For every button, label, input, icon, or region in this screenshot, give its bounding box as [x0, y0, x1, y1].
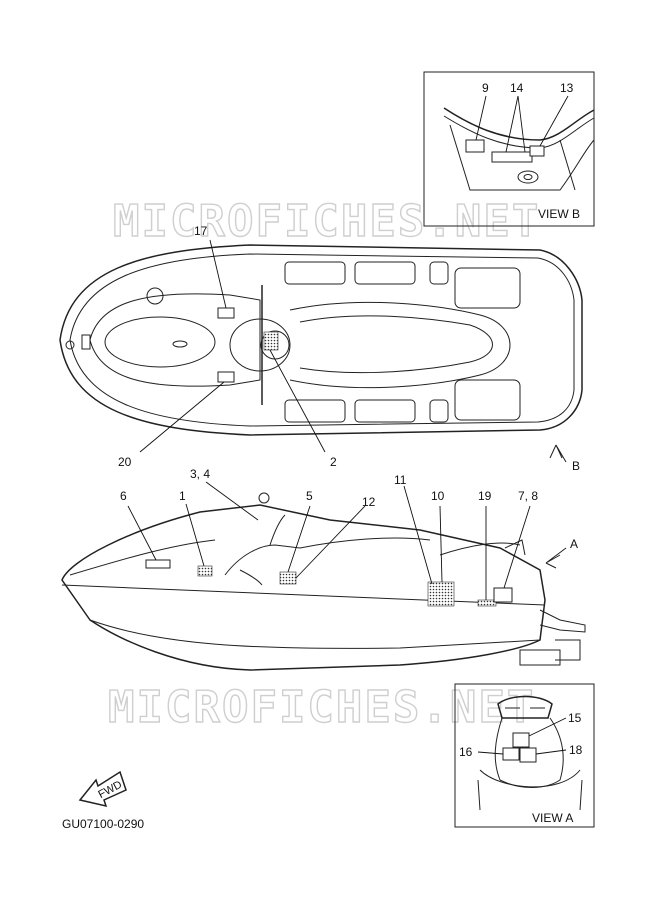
view-a-seat	[497, 695, 553, 719]
callout-3-4: 3, 4	[190, 467, 210, 481]
side-mirror	[258, 492, 270, 504]
top-view-watercraft: 17 20 2 B	[59, 224, 583, 473]
side-view-watercraft: 6 1 3, 4 5 12 11 10 19 7, 8 A	[61, 467, 586, 671]
callout-6: 6	[120, 489, 127, 503]
view-b-inset: 9 14 13 VIEW B	[423, 71, 595, 227]
callout-10: 10	[431, 489, 445, 503]
view-b-hull-top	[443, 107, 595, 141]
view-a-frame	[454, 683, 595, 828]
part-code: GU07100-0290	[62, 817, 144, 831]
callout-18: 18	[569, 743, 583, 757]
decal-2	[263, 331, 279, 351]
callout-16: 16	[459, 745, 473, 759]
decal-17	[217, 307, 235, 319]
view-b-frame	[423, 71, 595, 227]
side-hull-outline	[61, 504, 546, 671]
callout-11: 11	[394, 473, 407, 487]
decal-18	[519, 747, 537, 763]
view-b-label: VIEW B	[538, 207, 580, 221]
top-hood	[104, 316, 216, 368]
view-b-arrow-label: B	[572, 459, 580, 473]
callout-13: 13	[560, 81, 574, 95]
decal-14	[491, 151, 533, 163]
decal-16	[502, 747, 520, 761]
watermark-top: MICROFICHES.NET	[113, 196, 540, 247]
callout-20: 20	[118, 455, 132, 469]
decal-6	[145, 559, 171, 569]
view-a-arrow	[545, 547, 567, 569]
decal-20	[217, 371, 235, 383]
decal-1	[197, 565, 213, 577]
decal-5	[279, 571, 297, 585]
callout-1: 1	[179, 489, 186, 503]
callout-9: 9	[482, 81, 489, 95]
view-b-arrow	[549, 444, 567, 463]
watermark-bottom: MICROFICHES.NET	[108, 682, 535, 733]
callout-5: 5	[306, 489, 313, 503]
view-b-drain-plug	[517, 170, 539, 184]
decal-7-8	[493, 587, 513, 603]
callout-7-8: 7, 8	[518, 489, 538, 503]
decal-10-11	[427, 581, 455, 607]
callout-19: 19	[478, 489, 492, 503]
decal-19	[477, 599, 497, 607]
view-a-label: VIEW A	[532, 811, 573, 825]
callout-14: 14	[510, 81, 524, 95]
callout-2: 2	[330, 455, 337, 469]
callout-17: 17	[194, 224, 208, 238]
fwd-arrow-icon	[78, 770, 127, 808]
callout-15: 15	[568, 711, 582, 725]
top-hull-outline	[59, 244, 583, 436]
decal-15	[512, 732, 530, 748]
decal-9	[465, 139, 485, 153]
decal-13	[529, 145, 545, 157]
fwd-arrow: FWD	[78, 770, 127, 808]
view-a-arrow-label: A	[570, 537, 578, 551]
callout-12: 12	[362, 495, 376, 509]
view-a-inset: 15 16 18 VIEW A	[454, 683, 595, 828]
